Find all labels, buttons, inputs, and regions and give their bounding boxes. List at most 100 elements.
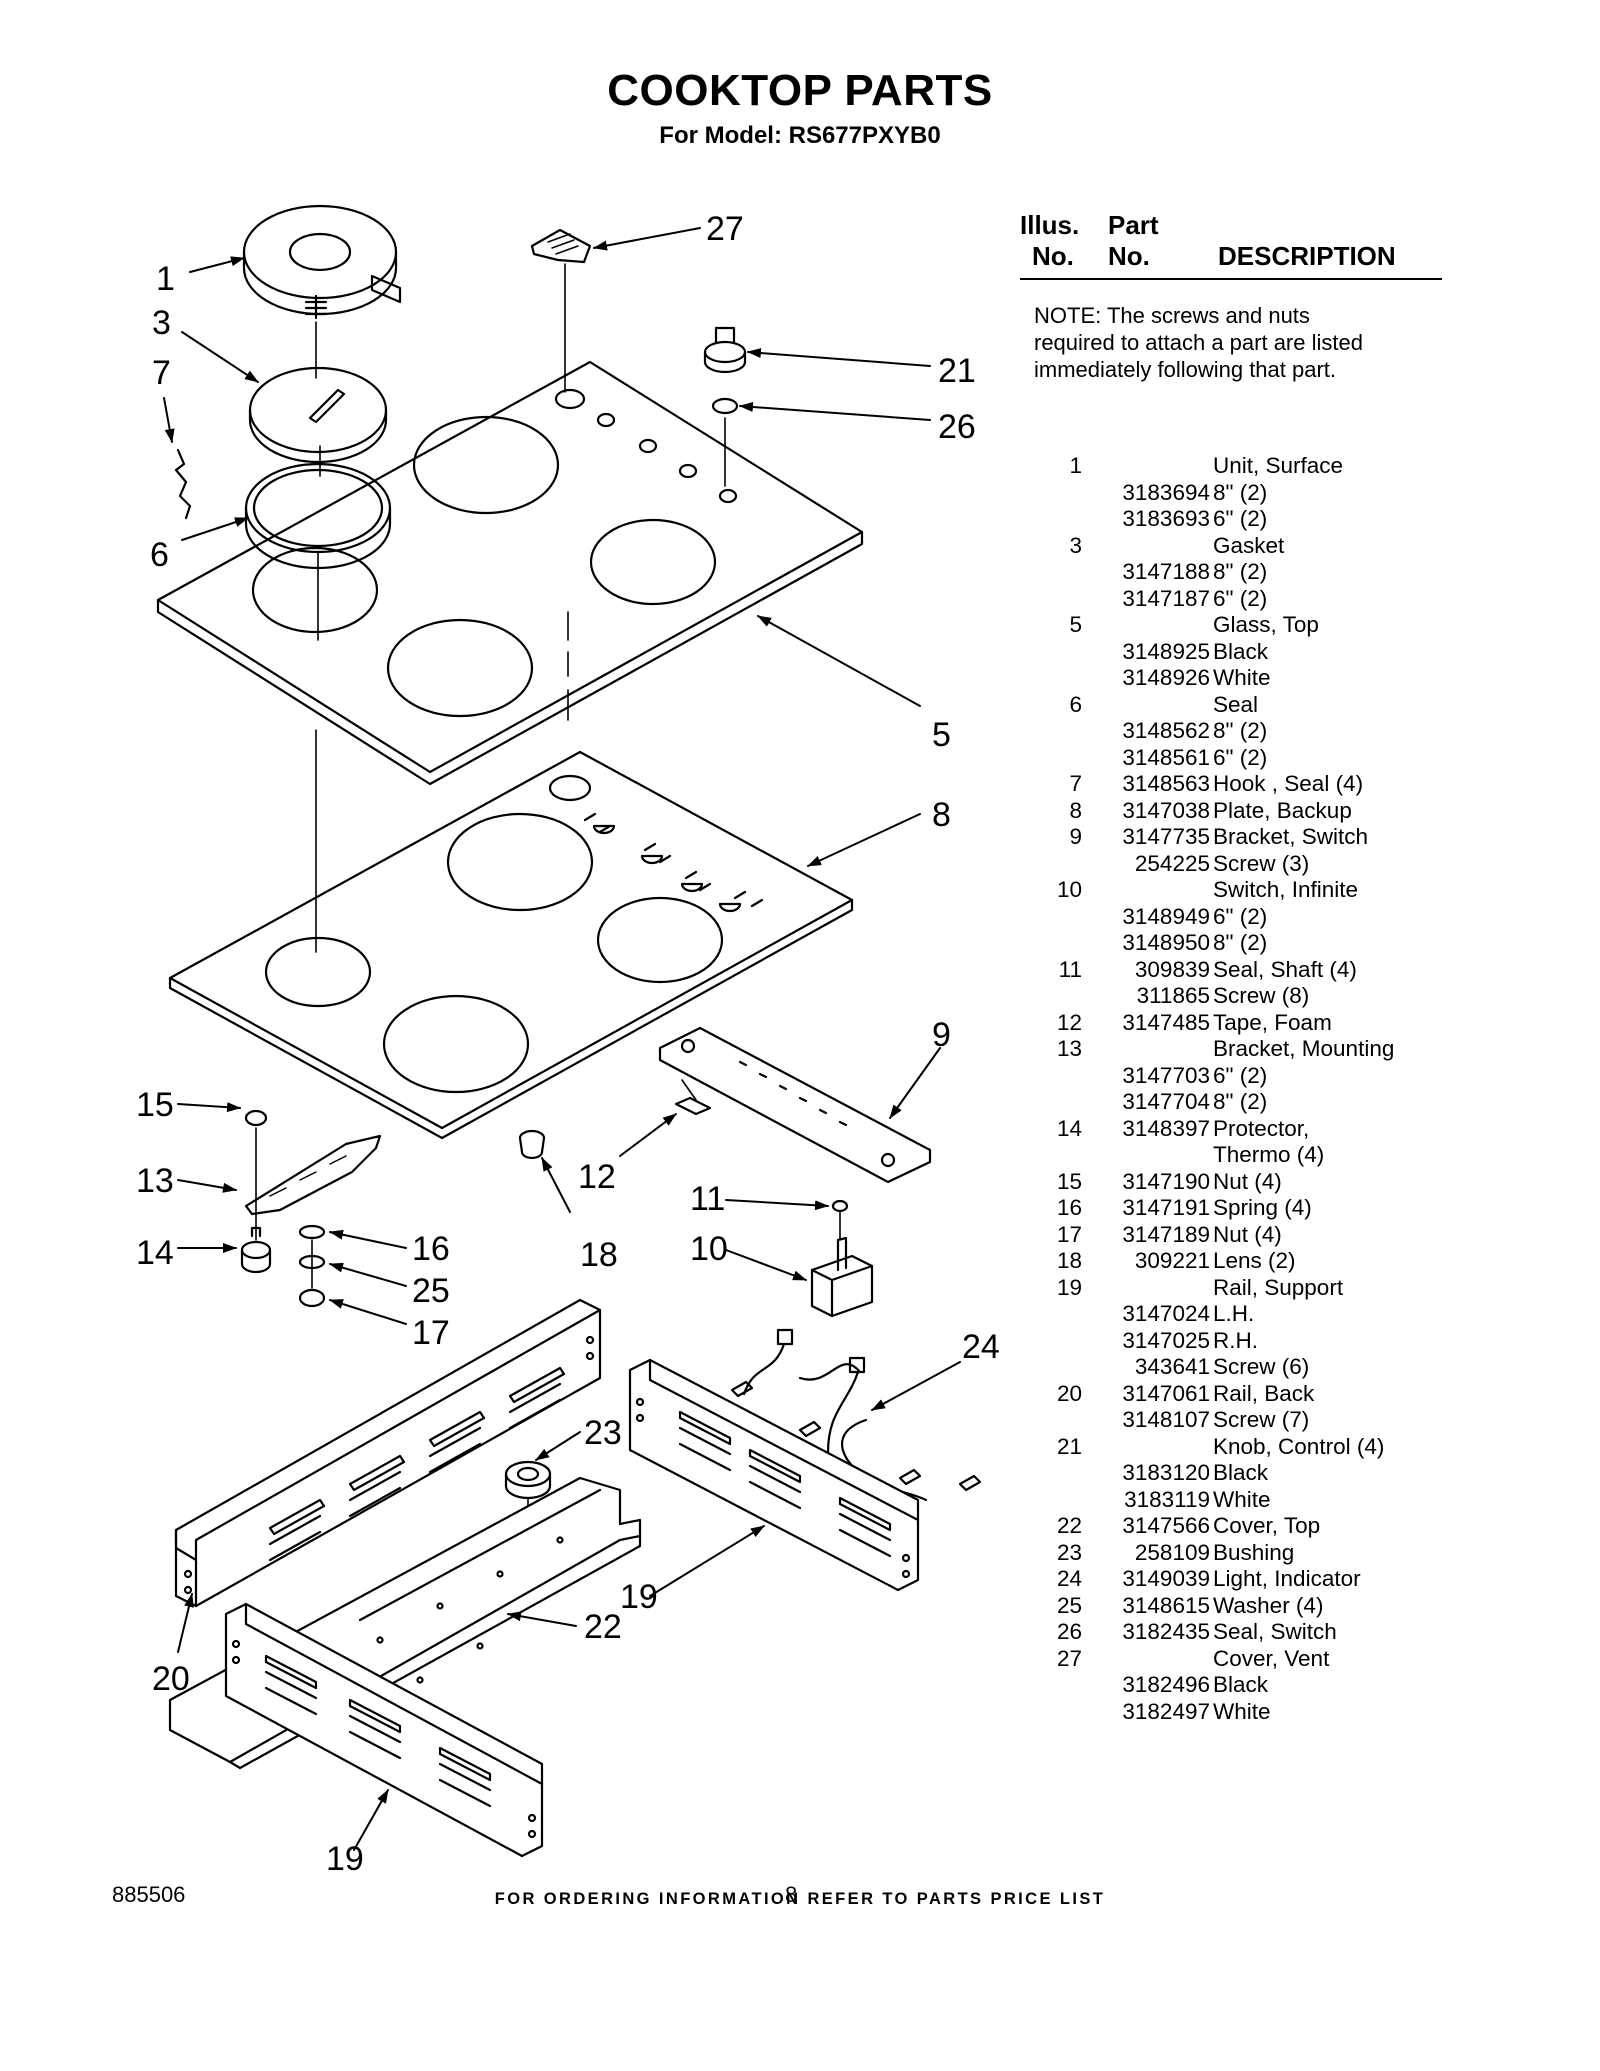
callout-15: 15 (136, 1086, 174, 1124)
part-description: Knob, Control (4) (1213, 1433, 1385, 1459)
part-description: 8" (2) (1213, 718, 1268, 743)
illus-number: 27 (1056, 1645, 1082, 1671)
callout-17: 17 (412, 1314, 450, 1352)
part-number: 3147703 (1122, 1062, 1210, 1088)
part-description: Screw (7) (1213, 1407, 1310, 1432)
illus-number: 14 (1056, 1115, 1082, 1141)
part-description: 8" (2) (1213, 1089, 1268, 1114)
callout-23: 23 (584, 1414, 622, 1452)
illus-number: 25 (1056, 1592, 1082, 1618)
callout-12: 12 (578, 1158, 616, 1196)
part-number: 3148949 (1122, 903, 1210, 929)
part-description: Rail, Support (1213, 1274, 1344, 1300)
part-number: 3147024 (1122, 1301, 1210, 1326)
callout-9: 9 (932, 1016, 951, 1054)
part-description: Screw (6) (1213, 1354, 1310, 1379)
part-description: White (1213, 1698, 1271, 1724)
illus-number: 17 (1056, 1221, 1082, 1247)
illus-number: 16 (1056, 1195, 1082, 1220)
callout-14: 14 (136, 1234, 174, 1272)
illus-number: 21 (1056, 1433, 1082, 1459)
switch-seal (711, 397, 739, 415)
illus-number: 11 (1058, 956, 1082, 982)
part-description: Tape, Foam (1213, 1009, 1332, 1035)
page-number: 8 (785, 1882, 798, 1907)
illus-number: 5 (1069, 612, 1082, 637)
nut-lower (298, 1288, 326, 1308)
callout-13: 13 (136, 1162, 174, 1200)
illus-number: 6 (1069, 691, 1082, 717)
part-description: Washer (4) (1213, 1592, 1324, 1618)
part-description: 8" (2) (1213, 930, 1268, 955)
backup-plate (168, 750, 854, 1140)
part-description: Seal (1213, 691, 1259, 717)
part-description: Plate, Backup (1213, 797, 1352, 823)
illus-number: 8 (1069, 797, 1082, 823)
illus-number: 10 (1056, 877, 1082, 902)
part-description: Seal, Switch (1213, 1619, 1337, 1644)
vent-cover (530, 228, 592, 264)
part-description: 6" (2) (1213, 585, 1268, 611)
nut (244, 1109, 268, 1127)
header-description: DESCRIPTION (1218, 241, 1396, 271)
part-number: 3147025 (1122, 1327, 1210, 1353)
callout-6: 6 (150, 536, 169, 574)
header-illus: Illus. (1020, 210, 1080, 240)
callout-22: 22 (584, 1608, 622, 1646)
part-description: Bracket, Mounting (1213, 1036, 1395, 1061)
page-title: COOKTOP PARTS (607, 66, 993, 115)
part-number: 3182435 (1122, 1619, 1210, 1644)
part-number: 343641 (1134, 1354, 1210, 1379)
illus-number: 18 (1056, 1248, 1082, 1273)
callout-18: 18 (580, 1236, 618, 1274)
illus-number: 24 (1056, 1566, 1082, 1591)
callout-5: 5 (932, 716, 951, 754)
callout-labels: 1 3 7 6 27 21 26 5 8 9 15 13 14 16 25 17… (136, 210, 1000, 1878)
part-number: 3148925 (1122, 638, 1210, 664)
part-number: 3182496 (1122, 1672, 1210, 1697)
illus-number: 15 (1056, 1168, 1082, 1194)
callout-25: 25 (412, 1272, 450, 1310)
part-description: Black (1213, 638, 1269, 664)
part-number: 3183119 (1124, 1486, 1210, 1512)
part-number: 3147191 (1122, 1195, 1210, 1220)
part-number: 3148563 (1122, 771, 1210, 796)
part-description: White (1213, 1486, 1271, 1512)
callout-24: 24 (962, 1328, 1000, 1366)
switch-bracket (658, 1026, 932, 1184)
illus-number: 13 (1056, 1036, 1082, 1061)
bushing (504, 1460, 552, 1500)
part-description: Bracket, Switch (1213, 824, 1369, 849)
part-number: 3147038 (1122, 797, 1210, 823)
part-description: 8" (2) (1213, 559, 1268, 584)
part-description: 6" (2) (1213, 903, 1268, 929)
surface-unit (242, 204, 402, 320)
support-rail-right (628, 1358, 920, 1592)
part-number: 309839 (1134, 956, 1210, 982)
callout-21: 21 (938, 352, 976, 390)
control-knob (703, 326, 747, 374)
illus-number: 22 (1056, 1513, 1082, 1538)
illus-number: 3 (1069, 532, 1082, 558)
part-number: 3147190 (1122, 1168, 1210, 1194)
illus-number: 26 (1056, 1619, 1082, 1644)
part-number: 3149039 (1122, 1566, 1210, 1591)
part-description: L.H. (1213, 1301, 1255, 1326)
